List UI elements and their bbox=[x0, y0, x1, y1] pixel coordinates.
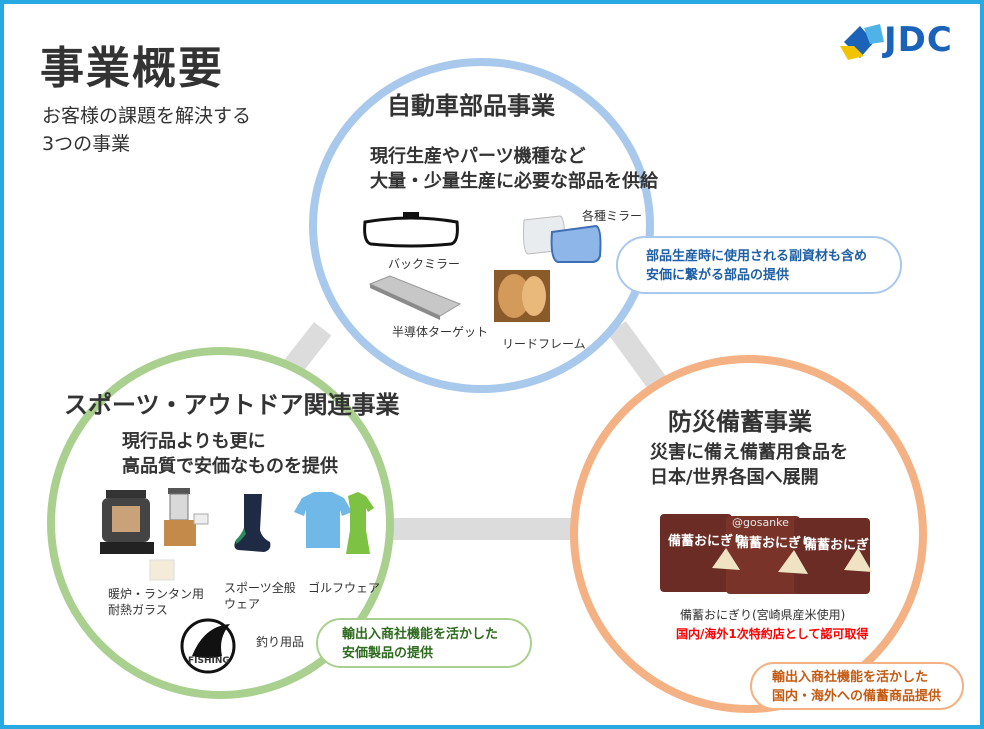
golf-wear-label: ゴルフウェア bbox=[308, 581, 381, 595]
fishing-logo-icon bbox=[180, 618, 236, 674]
lead-frame-icon bbox=[494, 270, 550, 322]
package-text-2: 備蓄おにぎり bbox=[736, 536, 815, 551]
mirrors-icon bbox=[523, 215, 602, 263]
semiconductor-target-icon bbox=[368, 275, 462, 320]
watermark-text: @gosanke bbox=[732, 516, 789, 529]
logo-text: JDC bbox=[884, 20, 953, 60]
jdc-logo-icon bbox=[840, 24, 884, 60]
sports-wear-label: スポーツ全般 ウェア bbox=[224, 581, 296, 611]
semiconductor-target-label: 半導体ターゲット bbox=[392, 325, 489, 339]
package-text-1: 備蓄おにぎり bbox=[668, 534, 747, 549]
package-text-3: 備蓄おにぎり bbox=[804, 538, 883, 553]
certification-label: 国内/海外1次特約店として認可取得 bbox=[676, 627, 869, 641]
heater-lantern-icon bbox=[100, 488, 209, 554]
disaster-description: 災害に備え備蓄用食品を 日本/世界各国へ展開 bbox=[650, 442, 848, 488]
automotive-description: 現行生産やパーツ機種など 大量・少量生産に必要な部品を供給 bbox=[370, 146, 658, 192]
onigiri-product-label: 備蓄おにぎり(宮崎県産米使用) bbox=[680, 608, 846, 622]
fishing-logo-text: FISHING bbox=[188, 656, 230, 666]
sports-sock-icon bbox=[234, 494, 271, 552]
golf-wear-icon bbox=[294, 492, 374, 554]
sports-description: 現行品よりも更に 高品質で安価なものを提供 bbox=[122, 431, 338, 477]
fishing-label: 釣り用品 bbox=[256, 635, 305, 649]
back-mirror-label: バックミラー bbox=[388, 257, 461, 271]
heater-glass-label: 暖炉・ランタン用 耐熱ガラス bbox=[108, 587, 205, 617]
automotive-callout: 部品生産時に使用される副資材も含め 安価に繋がる部品の提供 bbox=[616, 236, 902, 294]
back-mirror-icon bbox=[363, 212, 459, 248]
page-title: 事業概要 bbox=[40, 43, 224, 94]
lead-frame-label: リードフレーム bbox=[502, 337, 586, 351]
sports-heading: スポーツ・アウトドア関連事業 bbox=[64, 391, 400, 419]
sports-callout: 輸出入商社機能を活かした 安価製品の提供 bbox=[316, 618, 532, 668]
onigiri-package-icon bbox=[660, 514, 872, 594]
heat-glass-icon bbox=[149, 559, 175, 581]
mirrors-label: 各種ミラー bbox=[582, 209, 643, 223]
connector-bottom bbox=[392, 518, 582, 540]
disaster-heading: 防災備蓄事業 bbox=[668, 408, 812, 436]
page-subtitle: お客様の課題を解決する 3つの事業 bbox=[42, 105, 252, 155]
automotive-heading: 自動車部品事業 bbox=[387, 92, 555, 120]
disaster-callout: 輸出入商社機能を活かした 国内・海外への備蓄商品提供 bbox=[750, 662, 964, 710]
